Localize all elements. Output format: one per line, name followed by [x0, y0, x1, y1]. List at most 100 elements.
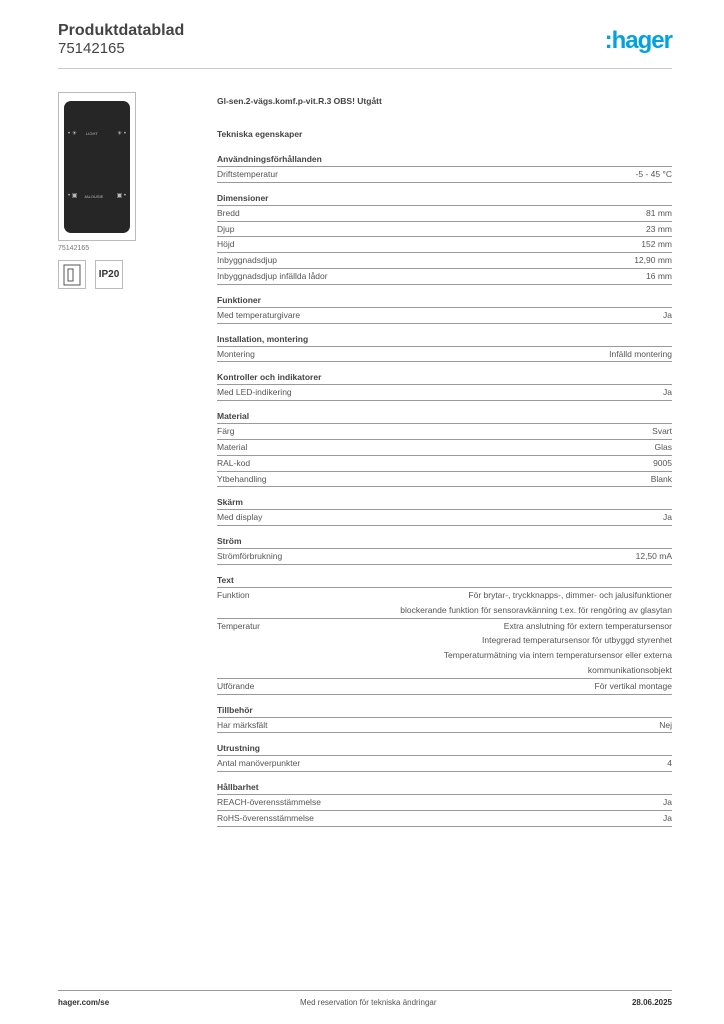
- spec-value: 16 mm: [646, 270, 672, 281]
- section-title: Material: [217, 411, 250, 422]
- spec-row: Har märksfält Nej: [217, 716, 672, 734]
- spec-value: 23 mm: [646, 223, 672, 234]
- page-title: Produktdatablad: [58, 22, 185, 39]
- spec-row: RoHS-överensstämmelse Ja: [217, 809, 672, 827]
- spec-row: Inbyggnadsdjup infällda lådor 16 mm: [217, 267, 672, 285]
- spec-label: Antal manöverpunkter: [217, 758, 301, 769]
- section-title: Skärm: [217, 497, 243, 508]
- spec-value: 4: [667, 758, 672, 769]
- spec-label: Temperatur: [217, 620, 260, 631]
- spec-value: Glas: [654, 441, 672, 452]
- spec-row: Bredd 81 mm: [217, 204, 672, 221]
- spec-table: Gl-sen.2-vägs.komf.p-vit.R.3 OBS! Utgått…: [217, 96, 672, 836]
- spec-label: Färg: [217, 426, 235, 437]
- image-caption: 75142165: [58, 245, 90, 252]
- footer-note: Med reservation för tekniska ändringar: [300, 998, 437, 1007]
- spec-label: Utförande: [217, 680, 255, 691]
- spec-label: Har märksfält: [217, 719, 268, 730]
- spec-label: Ytbehandling: [217, 473, 267, 484]
- spec-row: Med temperaturgivare Ja: [217, 306, 672, 324]
- section-heading: Tekniska egenskaper: [217, 129, 303, 139]
- device-label: LIGHT: [86, 131, 98, 136]
- spec-row: Djup 23 mm: [217, 220, 672, 237]
- section-title: Installation, montering: [217, 333, 309, 344]
- spec-row: Antal manöverpunkter 4: [217, 755, 672, 773]
- spec-row: Funktion För brytar-, tryckknapps-, dimme…: [217, 586, 672, 618]
- spec-value: Ja: [663, 812, 672, 823]
- spec-label: Funktion: [217, 589, 250, 600]
- section-title: Tillbehör: [217, 704, 253, 715]
- spec-label: Driftstemperatur: [217, 169, 278, 179]
- spec-label: Montering: [217, 348, 255, 359]
- spec-value: Infälld montering: [609, 348, 672, 359]
- spec-value: Nej: [659, 719, 672, 730]
- spec-value: Blank: [650, 473, 672, 484]
- spec-label: Höjd: [217, 239, 235, 250]
- spec-label: Inbyggnadsdjup: [217, 255, 278, 266]
- spec-label: Material: [217, 441, 248, 452]
- flush-mount-icon: [58, 260, 86, 289]
- section-title: Utrustning: [217, 743, 260, 754]
- spec-value: För brytar-, tryckknapps-, dimmer- och j…: [400, 589, 672, 615]
- spec-value: Ja: [663, 387, 672, 398]
- product-image: LIGHT • ☀☀ • JALOUSIE • ▣▣ •: [58, 92, 136, 241]
- device-illustration: LIGHT • ☀☀ • JALOUSIE • ▣▣ •: [64, 101, 130, 233]
- spec-label: REACH-överensstämmelse: [217, 797, 321, 808]
- spec-row: Med display Ja: [217, 509, 672, 527]
- footer-website[interactable]: hager.com/se: [58, 998, 110, 1007]
- spec-value: Ja: [663, 797, 672, 808]
- spec-value: 152 mm: [641, 239, 672, 250]
- spec-value: Svart: [652, 426, 672, 437]
- section-title: Funktioner: [217, 294, 261, 305]
- product-name: Gl-sen.2-vägs.komf.p-vit.R.3 OBS! Utgått: [217, 96, 382, 106]
- spec-row: Utförande För vertikal montage: [217, 677, 672, 695]
- spec-label: Strömförbrukning: [217, 551, 283, 562]
- device-label: JALOUSIE: [84, 194, 104, 199]
- spec-label: Med temperaturgivare: [217, 309, 301, 320]
- section-title: Hållbarhet: [217, 782, 259, 793]
- spec-row: RAL-kod 9005: [217, 454, 672, 471]
- spec-row: Höjd 152 mm: [217, 236, 672, 252]
- spec-value: Ja: [663, 309, 672, 320]
- section-title: Text: [217, 574, 234, 585]
- hager-logo: :hager: [604, 27, 673, 54]
- spec-row: Temperatur Extra anslutning för extern te…: [217, 617, 672, 678]
- spec-row: Driftstemperatur -5 - 45 °C: [217, 166, 672, 183]
- spec-label: RoHS-överensstämmelse: [217, 812, 314, 823]
- spec-label: Inbyggnadsdjup infällda lådor: [217, 270, 328, 281]
- spec-label: Bredd: [217, 207, 240, 218]
- spec-row: REACH-överensstämmelse Ja: [217, 794, 672, 810]
- spec-value: Extra anslutning för extern temperaturse…: [443, 620, 672, 675]
- ip-rating-icon: IP20: [95, 260, 123, 289]
- spec-row: Färg Svart: [217, 423, 672, 439]
- spec-value: Ja: [663, 512, 672, 523]
- spec-row: Ytbehandling Blank: [217, 470, 672, 488]
- spec-label: Med display: [217, 512, 263, 523]
- section-title: Dimensioner: [217, 192, 269, 203]
- footer-date: 28.06.2025: [631, 998, 672, 1007]
- section-title: Kontroller och indikatorer: [217, 372, 322, 383]
- spec-label: Djup: [217, 223, 235, 234]
- spec-value: För vertikal montage: [594, 680, 672, 691]
- divider: [58, 68, 672, 69]
- spec-label: RAL-kod: [217, 457, 251, 468]
- spec-value: 81 mm: [646, 207, 672, 218]
- spec-value: 9005: [653, 457, 672, 468]
- spec-value: -5 - 45 °C: [635, 169, 672, 179]
- product-number: 75142165: [58, 40, 125, 57]
